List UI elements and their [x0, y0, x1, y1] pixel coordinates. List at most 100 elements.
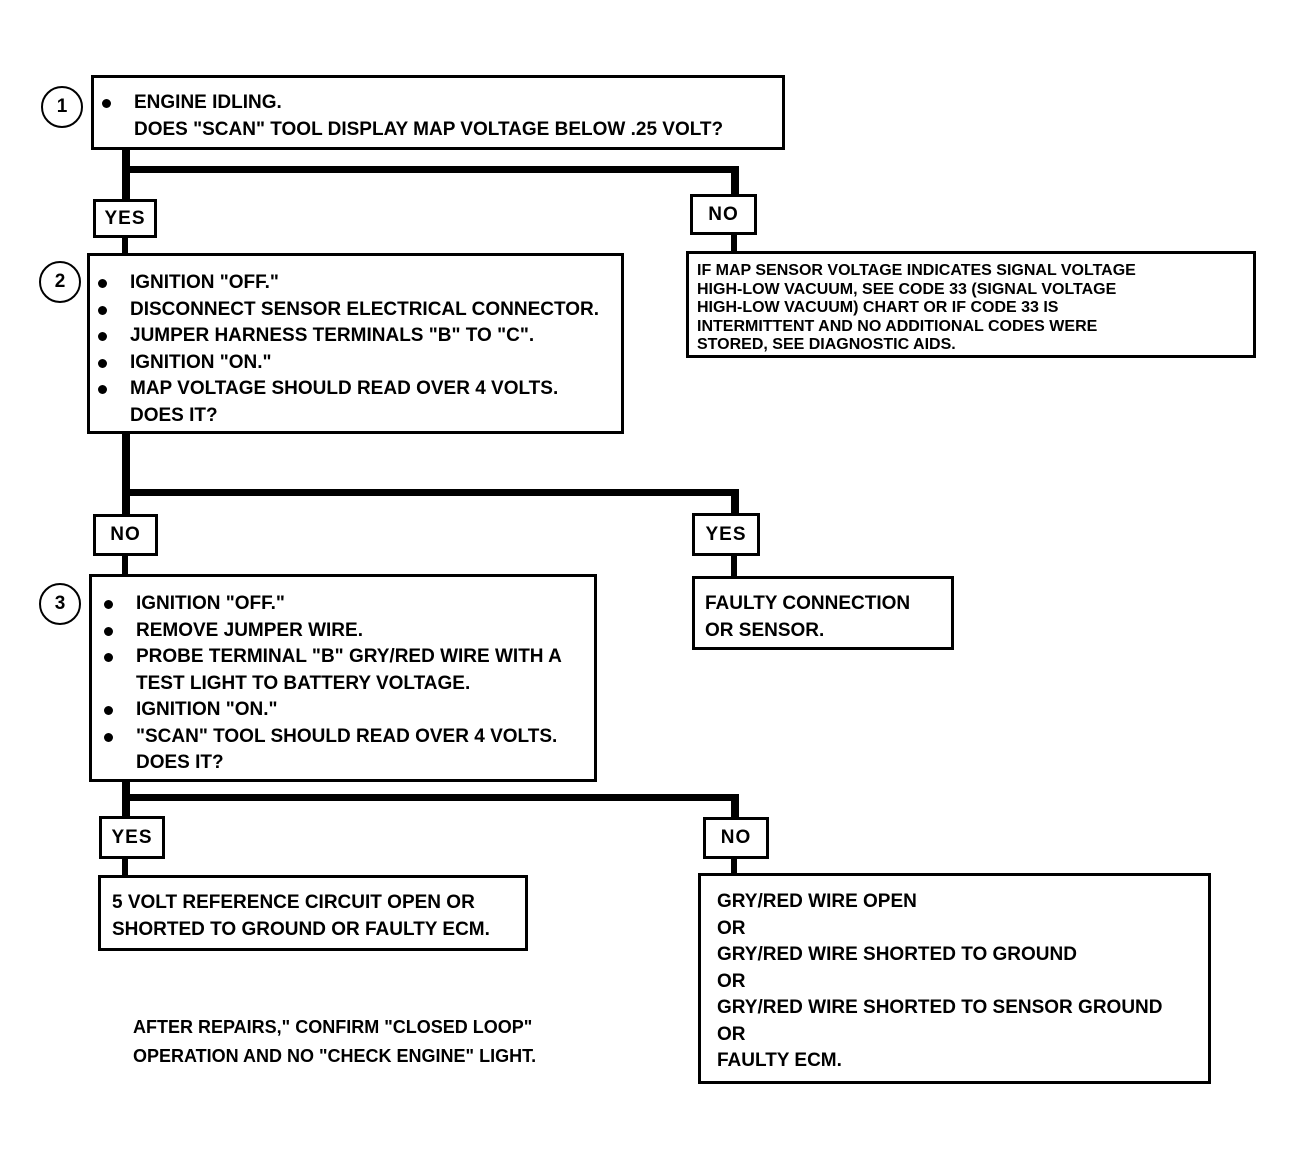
- step3-bullet-continuation: TEST LIGHT TO BATTERY VOLTAGE.: [96, 671, 588, 698]
- step3-box: IGNITION "OFF." REMOVE JUMPER WIRE. PROB…: [89, 574, 597, 782]
- step-number-1-text: 1: [56, 96, 68, 117]
- step2-bullet-text: IGNITION "OFF.": [130, 272, 279, 293]
- step1-no-result-box: IF MAP SENSOR VOLTAGE INDICATES SIGNAL V…: [686, 251, 1256, 358]
- step2-bullet: IGNITION "OFF.": [90, 270, 615, 297]
- connector-step3-no-down: [731, 794, 739, 818]
- result-line: HIGH-LOW VACUUM) CHART OR IF CODE 33 IS: [697, 299, 1059, 316]
- step-number-2-text: 2: [54, 271, 66, 292]
- bullet-dot: [104, 732, 113, 742]
- step3-bullet-continuation-text: TEST LIGHT TO BATTERY VOLTAGE.: [136, 672, 471, 694]
- step3-no-result-text: GRY/RED WIRE OPEN OR GRY/RED WIRE SHORTE…: [717, 889, 1200, 1075]
- result-line: HIGH-LOW VACUUM, SEE CODE 33 (SIGNAL VOL…: [697, 280, 1117, 298]
- bullet-dot: [98, 332, 107, 341]
- connector-step3-no-to-result: [731, 857, 737, 876]
- bullet-dot: [98, 385, 107, 394]
- after-repairs-note: AFTER REPAIRS," CONFIRM "CLOSED LOOP" OP…: [133, 1013, 536, 1071]
- step2-bullet: DISCONNECT SENSOR ELECTRICAL CONNECTOR.: [90, 297, 615, 324]
- step3-yes-label: YES: [99, 816, 165, 859]
- step-number-2: 2: [39, 261, 81, 303]
- connector-step1-yes-to-step2: [122, 236, 128, 256]
- step-number-1: 1: [41, 86, 83, 128]
- step3-bullet-text: REMOVE JUMPER WIRE.: [136, 619, 363, 641]
- bullet-dot: [104, 600, 113, 609]
- step3-no-label: NO: [703, 817, 769, 859]
- result-line: GRY/RED WIRE SHORTED TO GROUND: [717, 944, 1077, 965]
- step3-bullet: PROBE TERMINAL "B" GRY/RED WIRE WITH A: [96, 644, 588, 671]
- step2-yes-label: YES: [692, 513, 760, 556]
- step3-bullet-text: PROBE TERMINAL "B" GRY/RED WIRE WITH A: [136, 646, 562, 667]
- step3-bullet: IGNITION "ON.": [96, 697, 588, 724]
- result-line: STORED, SEE DIAGNOSTIC AIDS.: [697, 336, 956, 353]
- result-line: GRY/RED WIRE OPEN: [717, 891, 917, 912]
- step-number-3: 3: [39, 583, 81, 625]
- step1-no-label-text: NO: [708, 203, 739, 225]
- connector-step2-yes-to-result: [731, 554, 737, 579]
- step2-box: IGNITION "OFF." DISCONNECT SENSOR ELECTR…: [87, 253, 624, 434]
- connector-step2-no-to-step3: [122, 554, 128, 577]
- step3-question-text: DOES IT?: [136, 752, 224, 773]
- connector-step2-horizontal: [122, 489, 739, 496]
- step3-no-result-box: GRY/RED WIRE OPEN OR GRY/RED WIRE SHORTE…: [698, 873, 1211, 1084]
- connector-step1-horizontal: [122, 166, 739, 173]
- step2-bullet: JUMPER HARNESS TERMINALS "B" TO "C".: [90, 323, 615, 350]
- connector-step2-down: [122, 432, 130, 514]
- bullet-dot: [104, 626, 113, 636]
- step2-bullet-text: DISCONNECT SENSOR ELECTRICAL CONNECTOR.: [130, 298, 600, 320]
- step2-yes-result-text: FAULTY CONNECTION OR SENSOR.: [705, 591, 943, 644]
- connector-step1-down: [122, 148, 130, 202]
- result-line: OR SENSOR.: [705, 619, 825, 641]
- bullet-dot: [98, 358, 107, 368]
- result-line: INTERMITTENT AND NO ADDITIONAL CODES WER…: [697, 317, 1098, 335]
- step2-bullet-text: IGNITION "ON.": [130, 351, 272, 373]
- step3-yes-label-text: YES: [111, 826, 153, 848]
- step2-question: DOES IT?: [90, 403, 615, 430]
- bullet-dot: [98, 305, 107, 315]
- step1-bullet-text: ENGINE IDLING.: [134, 92, 282, 113]
- step1-question: DOES "SCAN" TOOL DISPLAY MAP VOLTAGE BEL…: [94, 117, 772, 144]
- result-line: IF MAP SENSOR VOLTAGE INDICATES SIGNAL V…: [697, 262, 1136, 279]
- step2-bullet-text: JUMPER HARNESS TERMINALS "B" TO "C".: [130, 325, 535, 346]
- step1-question-text: DOES "SCAN" TOOL DISPLAY MAP VOLTAGE BEL…: [134, 118, 724, 140]
- step2-yes-result-box: FAULTY CONNECTION OR SENSOR.: [692, 576, 954, 650]
- result-line: SHORTED TO GROUND OR FAULTY ECM.: [112, 918, 490, 940]
- connector-step2-yes-down: [731, 489, 739, 515]
- after-repairs-note-line2: OPERATION AND NO "CHECK ENGINE" LIGHT.: [133, 1046, 537, 1066]
- step1-box: ENGINE IDLING. DOES "SCAN" TOOL DISPLAY …: [91, 75, 785, 150]
- after-repairs-note-line1: AFTER REPAIRS," CONFIRM "CLOSED LOOP": [133, 1017, 533, 1037]
- step3-bullet: "SCAN" TOOL SHOULD READ OVER 4 VOLTS.: [96, 724, 588, 751]
- step1-bullet: ENGINE IDLING.: [94, 90, 772, 117]
- step2-bullet: IGNITION "ON.": [90, 350, 615, 377]
- bullet-dot: [98, 279, 107, 288]
- step2-no-label-text: NO: [110, 524, 141, 545]
- step1-yes-label: YES: [93, 199, 157, 238]
- step2-bullet-text: MAP VOLTAGE SHOULD READ OVER 4 VOLTS.: [130, 378, 559, 399]
- step3-question: DOES IT?: [96, 750, 588, 777]
- step1-yes-label-text: YES: [104, 207, 146, 229]
- connector-step3-horizontal: [122, 794, 739, 801]
- result-line: OR: [717, 917, 746, 939]
- result-line: GRY/RED WIRE SHORTED TO SENSOR GROUND: [717, 997, 1163, 1018]
- step2-yes-label-text: YES: [705, 523, 747, 545]
- step2-bullet: MAP VOLTAGE SHOULD READ OVER 4 VOLTS.: [90, 376, 615, 403]
- step3-bullet-text: IGNITION "ON.": [136, 699, 278, 720]
- result-line: 5 VOLT REFERENCE CIRCUIT OPEN OR: [112, 892, 475, 913]
- step1-no-label: NO: [690, 194, 757, 235]
- result-line: FAULTY ECM.: [717, 1050, 842, 1071]
- connector-step3-yes-to-result: [122, 857, 128, 878]
- step3-yes-result-box: 5 VOLT REFERENCE CIRCUIT OPEN OR SHORTED…: [98, 875, 528, 951]
- step2-no-label: NO: [93, 514, 158, 556]
- bullet-dot: [104, 706, 113, 715]
- step2-question-text: DOES IT?: [130, 404, 218, 426]
- connector-step1-no-down: [731, 166, 739, 196]
- step3-no-label-text: NO: [720, 827, 752, 848]
- step-number-3-text: 3: [54, 593, 66, 614]
- bullet-dot: [104, 653, 113, 662]
- step3-bullet: IGNITION "OFF.": [96, 591, 588, 618]
- step1-no-result-text: IF MAP SENSOR VOLTAGE INDICATES SIGNAL V…: [697, 262, 1245, 355]
- step3-bullet-text: IGNITION "OFF.": [136, 593, 285, 614]
- result-line: FAULTY CONNECTION: [705, 593, 911, 614]
- bullet-dot: [102, 99, 111, 108]
- result-line: OR: [717, 970, 746, 992]
- result-line: OR: [717, 1023, 746, 1045]
- step3-bullet: REMOVE JUMPER WIRE.: [96, 618, 588, 645]
